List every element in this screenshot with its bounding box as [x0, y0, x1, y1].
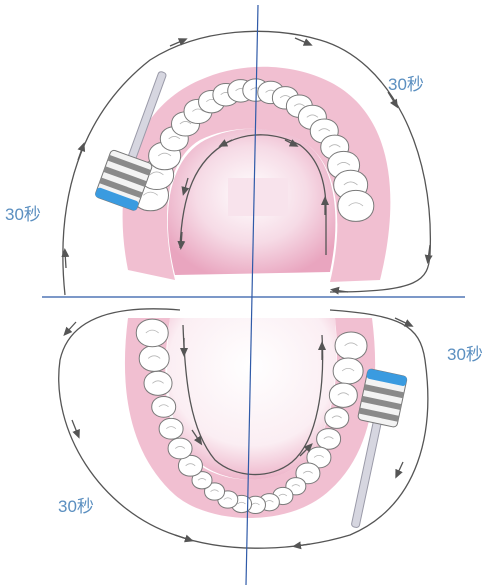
lower-outer-arrow-3	[175, 535, 190, 540]
lower-tooth	[168, 438, 192, 459]
lower-tooth	[325, 408, 349, 429]
upper-outer-arrow-4	[295, 38, 309, 44]
lower-tooth	[152, 397, 176, 418]
label-lower-left: 30秒	[58, 492, 94, 517]
label-upper-right: 30秒	[388, 70, 424, 95]
lower-tooth	[333, 358, 363, 384]
lower-outer-arrow-1	[66, 322, 76, 333]
palate-highlight	[228, 178, 288, 216]
lower-outer-arrow-5	[397, 462, 403, 475]
lower-tooth	[329, 383, 357, 407]
lower-tooth	[317, 429, 341, 450]
label-lower-right: 30秒	[447, 340, 483, 365]
label-upper-left: 30秒	[5, 200, 41, 225]
upper-tooth	[338, 190, 374, 221]
lower-tooth	[136, 319, 168, 347]
lower-outer-arrow-2	[72, 420, 78, 435]
upper-outer-arrow-3	[170, 40, 184, 46]
lower-tooth	[144, 371, 172, 395]
lower-tooth	[335, 332, 367, 360]
upper-outer-arrow-1	[65, 252, 66, 268]
lower-tooth	[139, 346, 169, 372]
lower-tooth	[159, 418, 183, 439]
upper-outer-arrow-2	[78, 146, 83, 160]
